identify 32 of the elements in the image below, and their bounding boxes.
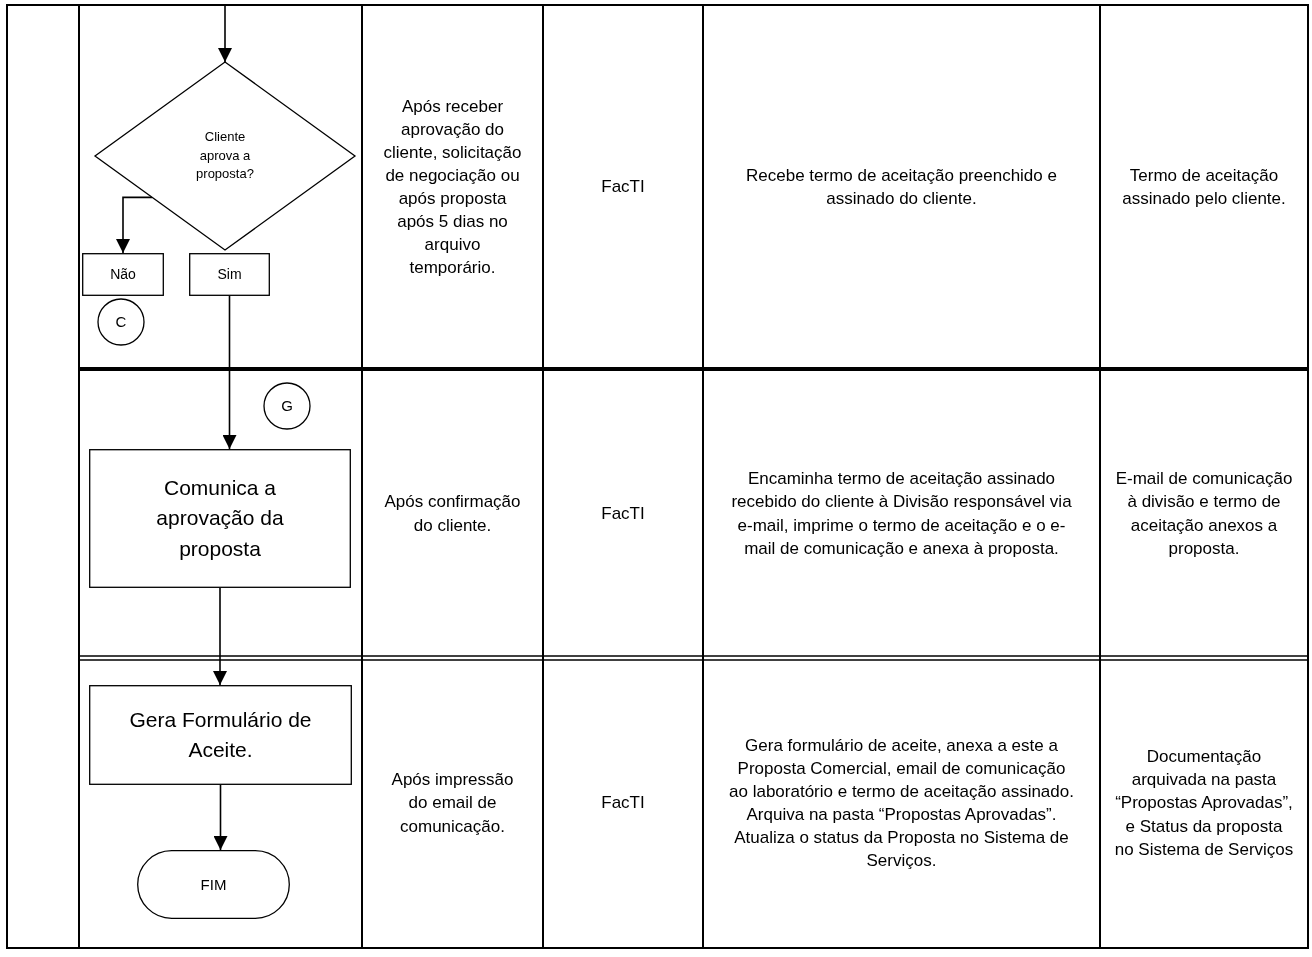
cell-text: Documentação arquivada na pasta “Propostas Aprovadas”, e Status da proposta no Sistema de Serviços	[1114, 746, 1294, 861]
node-text: Gera Formulário de Aceite.	[128, 706, 313, 763]
cell-text: FacTI	[601, 502, 645, 525]
node-text: Sim	[217, 265, 242, 285]
cell-text: Gera formulário de aceite, anexa a este a Proposta Comercial, email de comunicação ao laboratório e termo de aceitação assinado. Arquiva na pasta “Propostas Aprovadas”. Atualiza o status da Proposta no Sistema de Serviços.	[728, 734, 1075, 873]
cell-text: Após impressão do email de comunicação.	[390, 769, 515, 838]
node-text: FIM	[200, 874, 227, 895]
answer-box	[189, 253, 270, 296]
arrow	[218, 4, 232, 63]
answer-box	[82, 253, 164, 296]
node-text: Cliente aprova a proposta?	[195, 127, 255, 184]
process-box	[89, 685, 352, 785]
node-text: Não	[110, 265, 136, 285]
decision-diamond	[95, 62, 355, 250]
cell-text: Recebe termo de aceitação preenchido e assinado do cliente.	[745, 164, 1058, 210]
arrow	[213, 784, 228, 851]
arrow	[116, 196, 153, 254]
cell-text: Após confirmação do cliente.	[383, 491, 522, 537]
cell-text: Encaminha termo de aceitação assinado recebido do cliente à Divisão responsável via e-mail, imprime o termo de aceitação e o e-mail de comunicação e anexa à proposta.	[730, 468, 1073, 560]
cell-text: E-mail de comunicação à divisão e termo de aceitação anexos a proposta.	[1114, 468, 1294, 560]
connector-circle	[97, 298, 145, 346]
cell-text: Termo de aceitação assinado pelo cliente.	[1121, 164, 1287, 210]
cell-text: Após receber aprovação do cliente, solicitação de negociação ou após proposta após 5 dias no arquivo temporário.	[382, 95, 523, 280]
cell-text: FacTI	[601, 792, 645, 815]
node-text: G	[281, 396, 293, 417]
node-text: C	[115, 312, 127, 333]
process-box	[89, 449, 351, 588]
arrow	[222, 295, 237, 450]
arrow	[213, 587, 227, 686]
connector-circle	[263, 382, 311, 430]
cell-text: FacTI	[601, 176, 645, 199]
node-text: Comunica a aprovação da proposta	[155, 474, 285, 562]
